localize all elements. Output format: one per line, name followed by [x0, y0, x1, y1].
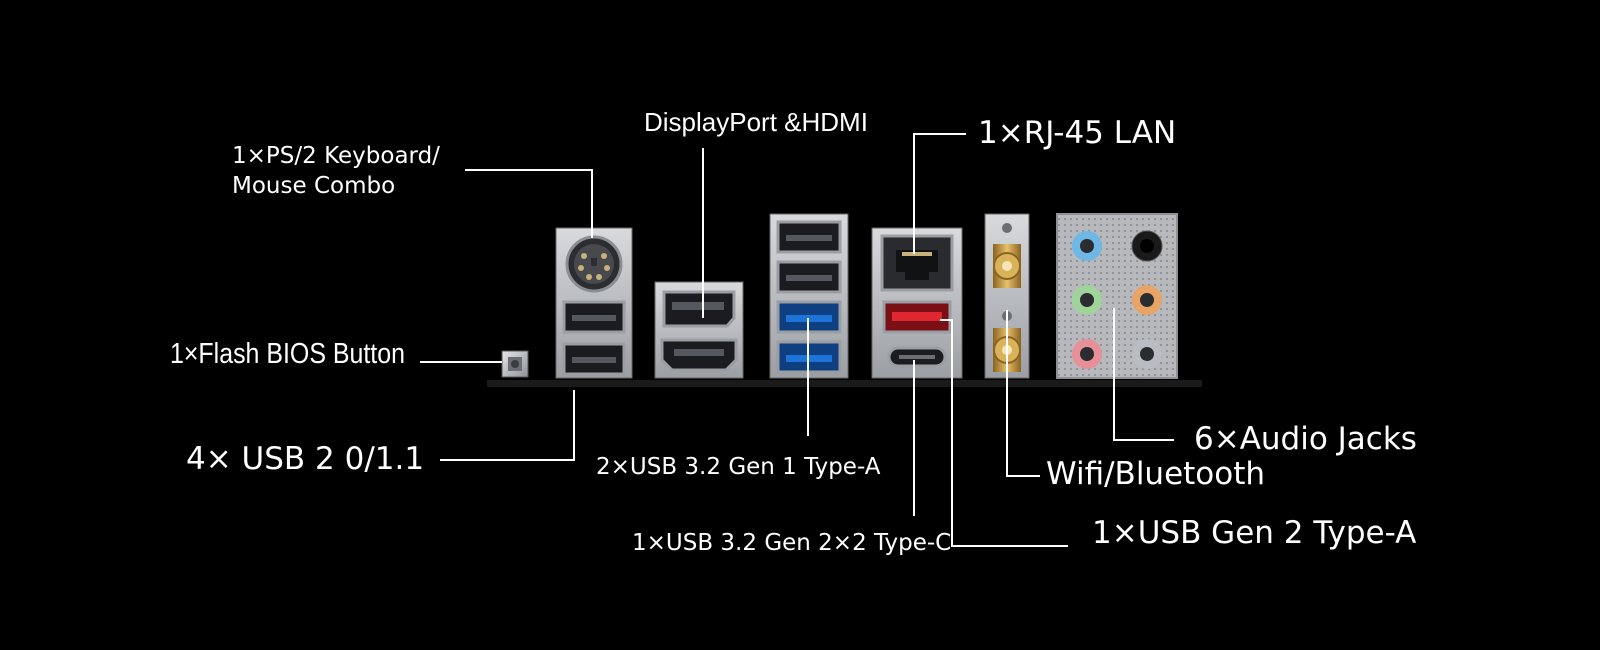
audio-jack-black: [1131, 230, 1163, 262]
leader-ps2: [465, 169, 593, 238]
label-dp-hdmi: DisplayPort &HDMI: [644, 107, 868, 137]
label-usb2: 4× USB 2 0/1.1: [186, 441, 425, 477]
leader-usb-gen2: [940, 319, 1068, 547]
label-usb32-gen1: 2×USB 3.2 Gen 1 Type-A: [596, 454, 881, 480]
dp-hdmi-stack: [654, 281, 744, 379]
label-ps2: 1×PS/2 Keyboard/ Mouse Combo: [232, 141, 440, 202]
audio-jack-blue: [1072, 231, 1102, 261]
ps2-usb2-stack: [555, 227, 633, 379]
label-usb32-gen2x2: 1×USB 3.2 Gen 2×2 Type-C: [632, 530, 952, 556]
label-flash-bios: 1×Flash BIOS Button: [170, 338, 405, 370]
label-audio: 6×Audio Jacks: [1194, 421, 1417, 457]
audio-jack-gray: [1132, 339, 1162, 369]
audio-jack-orange: [1132, 285, 1162, 315]
antenna-connector: [993, 223, 1021, 288]
label-usb-gen2: 1×USB Gen 2 Type-A: [1092, 515, 1417, 551]
usb-quad-stack: [769, 213, 849, 379]
leader-wifi: [1006, 310, 1040, 477]
rj45-port: [880, 234, 954, 292]
label-ps2-line1: 1×PS/2 Keyboard/: [232, 143, 440, 169]
leader-rj45: [913, 133, 966, 254]
audio-jack-pink: [1072, 339, 1102, 369]
leader-audio: [1113, 308, 1174, 441]
audio-jack-block: [1056, 213, 1178, 379]
label-ps2-line2: Mouse Combo: [232, 173, 396, 200]
label-wifi: Wifi/Bluetooth: [1046, 456, 1266, 492]
io-baseline: [487, 380, 1202, 387]
leader-usb2: [440, 390, 575, 461]
leader-lines: [420, 133, 1174, 547]
label-rj45: 1×RJ-45 LAN: [978, 115, 1177, 151]
lan-usb-stack: [871, 227, 963, 379]
flash-bios-button-port: [501, 350, 529, 378]
audio-jack-green: [1072, 285, 1102, 315]
